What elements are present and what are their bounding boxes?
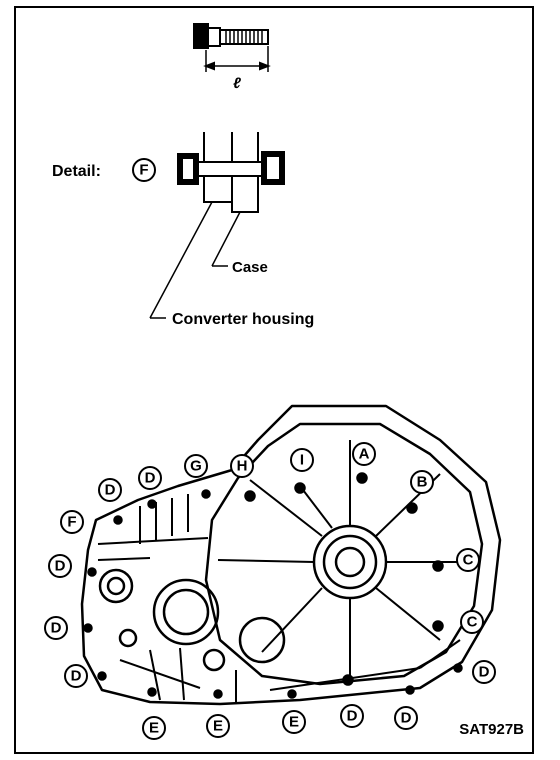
figure-code: SAT927B [459, 721, 524, 738]
callout-D-right: D [472, 660, 496, 684]
svg-text:D: D [145, 470, 156, 487]
svg-text:D: D [105, 482, 116, 499]
bolt-holes [83, 472, 463, 699]
callout-E-left: E [142, 716, 166, 740]
svg-text:H: H [237, 458, 248, 475]
callout-D-top: D [138, 466, 162, 490]
svg-text:E: E [149, 720, 159, 737]
bolt-length-symbol: ℓ [233, 75, 241, 92]
svg-text:I: I [300, 452, 304, 469]
case-label: Case [232, 259, 268, 276]
callout-E-right: E [282, 710, 306, 734]
callout-B: B [410, 470, 434, 494]
svg-text:D: D [55, 558, 66, 575]
callout-D-left-upper: D [48, 554, 72, 578]
svg-text:A: A [359, 446, 370, 463]
callout-H: H [230, 454, 254, 478]
svg-text:E: E [289, 714, 299, 731]
callout-D-top-left: D [98, 478, 122, 502]
callout-C-upper: C [456, 548, 480, 572]
svg-text:F: F [67, 514, 76, 531]
svg-text:D: D [479, 664, 490, 681]
callout-D-left-bottom: D [64, 664, 88, 688]
svg-text:D: D [347, 708, 358, 725]
callout-D-bottom-right: D [394, 706, 418, 730]
detail-f-callout: F [132, 158, 156, 182]
svg-text:B: B [417, 474, 428, 491]
callout-G: G [184, 454, 208, 478]
svg-text:C: C [463, 552, 474, 569]
callout-C-lower: C [460, 610, 484, 634]
callout-F: F [60, 510, 84, 534]
callout-A: A [352, 442, 376, 466]
detail-label: Detail: [52, 163, 101, 180]
transaxle-case-drawing [80, 404, 502, 706]
detail-f-drawing [149, 132, 285, 319]
callout-D-bottom-center: D [340, 704, 364, 728]
svg-text:D: D [71, 668, 82, 685]
bolt-length-illustration [193, 23, 271, 72]
svg-text:F: F [139, 162, 148, 179]
callout-D-left-middle: D [44, 616, 68, 640]
svg-text:D: D [401, 710, 412, 727]
callout-I: I [290, 448, 314, 472]
callout-E-center: E [206, 714, 230, 738]
svg-text:C: C [467, 614, 478, 631]
svg-text:G: G [190, 458, 202, 475]
svg-text:E: E [213, 718, 223, 735]
svg-text:D: D [51, 620, 62, 637]
converter-housing-label: Converter housing [172, 311, 314, 328]
